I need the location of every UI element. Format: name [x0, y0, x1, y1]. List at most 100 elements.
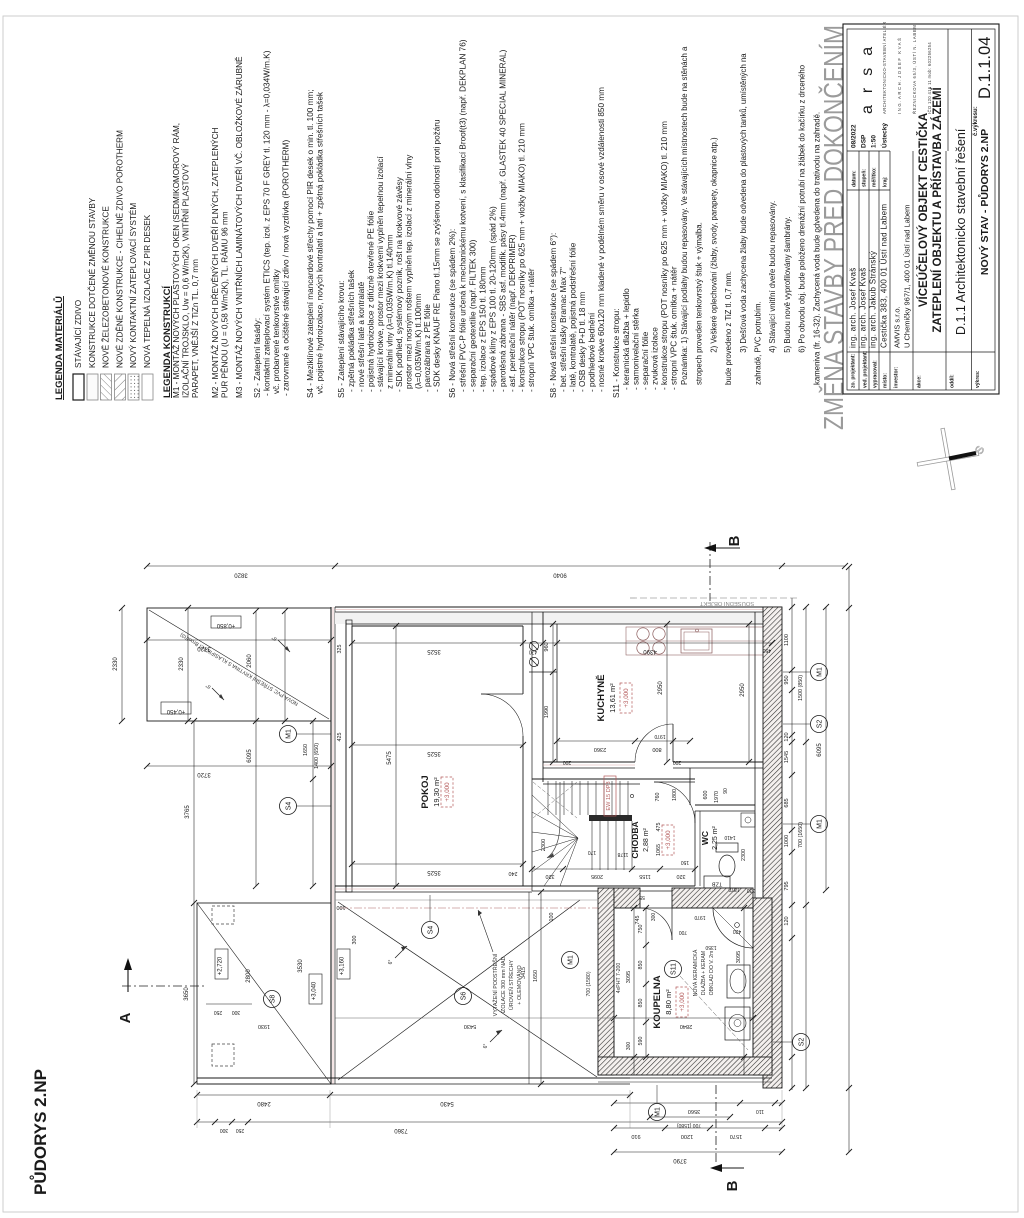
svg-text:- zvuková izolace: - zvuková izolace	[651, 327, 660, 390]
svg-text:3720: 3720	[197, 771, 211, 777]
svg-text:5475: 5475	[387, 751, 393, 765]
svg-text:8°: 8°	[271, 634, 278, 642]
svg-text:240: 240	[509, 870, 518, 876]
svg-text:1500 (850): 1500 (850)	[798, 675, 804, 701]
svg-text:KONSTRUKCE DOTČENÉ ZMĚNOU STAV: KONSTRUKCE DOTČENÉ ZMĚNOU STAVBY	[87, 197, 97, 368]
svg-text:ARCHITEKTONICKO-STAVEBNÍ ATELI: ARCHITEKTONICKO-STAVEBNÍ ATELIÉR	[882, 21, 887, 114]
svg-text:investor:: investor:	[894, 367, 900, 388]
svg-text:S4 - Meziklínové zateplení man: S4 - Meziklínové zateplení mancardové st…	[306, 89, 315, 398]
svg-text:ZATEPLENÍ OBJEKTU A PŘÍSTAVBA: ZATEPLENÍ OBJEKTU A PŘÍSTAVBA ZÁZEMÍ	[931, 87, 944, 333]
svg-text:- střešní PVC-P fólie určená k: - střešní PVC-P fólie určená k mechanick…	[459, 39, 468, 392]
svg-text:datum:: datum:	[852, 170, 858, 187]
svg-text:110: 110	[756, 1108, 764, 1114]
svg-text:700 (1580): 700 (1580)	[677, 1122, 702, 1128]
svg-text:arsa: arsa	[859, 35, 876, 114]
svg-text:420: 420	[733, 928, 742, 934]
svg-text:- separační geotextílie (např.: - separační geotextílie (např. FILTEK 30…	[469, 239, 478, 392]
svg-text:960: 960	[544, 642, 550, 651]
svg-text:bude provedeno z TiZ tl. 0,7 m: bude provedeno z TiZ tl. 0,7 mm.	[724, 271, 733, 385]
svg-text:850: 850	[638, 961, 644, 970]
svg-text:VYTAŽENÍ PODSTŘEŠNÍ: VYTAŽENÍ PODSTŘEŠNÍ	[491, 953, 499, 1016]
svg-text:2800: 2800	[246, 969, 252, 983]
svg-text:2060: 2060	[247, 654, 253, 668]
svg-text:vypracoval:: vypracoval:	[873, 360, 879, 388]
svg-text:ved. projektant:: ved. projektant:	[863, 350, 869, 388]
svg-text:kraj:: kraj:	[883, 176, 889, 187]
svg-text:08/2022: 08/2022	[851, 124, 858, 148]
svg-text:1155: 1155	[639, 873, 651, 879]
svg-text:2330: 2330	[113, 657, 119, 671]
svg-text:- SDK podhled, systémový pozni: - SDK podhled, systémový poznik, rošt na…	[395, 176, 404, 392]
svg-text:+3,000: +3,000	[679, 992, 686, 1012]
svg-text:1970: 1970	[654, 733, 665, 739]
svg-text:8,80 m²: 8,80 m²	[664, 989, 673, 1015]
svg-text:700: 700	[679, 929, 688, 935]
svg-text:325: 325	[337, 645, 343, 654]
svg-text:(λ=0,035W/m.K) tl.100mm: (λ=0,035W/m.K) tl.100mm	[414, 294, 423, 389]
svg-text:S2: S2	[817, 720, 824, 729]
svg-text:M1: M1	[655, 1107, 662, 1117]
svg-text:měřítko:: měřítko:	[872, 167, 878, 187]
svg-text:+ OLEMOVÁNO: + OLEMOVÁNO	[516, 965, 523, 1004]
svg-text:S2 - Zateplení fasády:: S2 - Zateplení fasády:	[253, 318, 262, 398]
svg-text:- tep. izolace z EPS 150 tl. 1: - tep. izolace z EPS 150 tl. 180mm	[479, 266, 488, 392]
svg-text:CHODBA: CHODBA	[630, 821, 640, 858]
svg-text:320: 320	[677, 873, 686, 879]
svg-text:1200: 1200	[681, 1133, 693, 1139]
svg-text:3790: 3790	[673, 1157, 687, 1163]
svg-text:KOUPELNA: KOUPELNA	[652, 975, 663, 1028]
svg-text:- asf. penetrační nátěr (např.: - asf. penetrační nátěr (např. DEKPRIMER…	[508, 234, 517, 392]
svg-text:6095: 6095	[817, 743, 823, 757]
svg-text:S11 - Konstrukce stropu:: S11 - Konstrukce stropu:	[612, 309, 621, 399]
svg-text:VÍCEÚČELOVÝ OBJEKT CESTIČKA: VÍCEÚČELOVÝ OBJEKT CESTIČKA	[917, 113, 930, 307]
svg-text:STÁVAJÍCÍ ZDIVO: STÁVAJÍCÍ ZDIVO	[73, 300, 83, 368]
svg-text:3095: 3095	[736, 951, 742, 963]
svg-text:+3,000: +3,000	[623, 688, 630, 708]
svg-text:PUR PĚNOU (U = 0,58 W/m2K), TL: PUR PĚNOU (U = 0,58 W/m2K), TL. RÁMU 96 …	[220, 211, 230, 398]
svg-text:470: 470	[529, 649, 538, 655]
svg-text:300: 300	[220, 1127, 229, 1133]
svg-text:NOVÝ KONTAKTNÍ ZATEPLOVACÍ SYS: NOVÝ KONTAKTNÍ ZATEPLOVACÍ SYSTÉM	[128, 203, 138, 368]
svg-text:NOVÝ STAV - PŮDORYS 2.NP: NOVÝ STAV - PŮDORYS 2.NP	[977, 129, 991, 275]
svg-text:150: 150	[681, 859, 690, 865]
svg-text:oddíl:: oddíl:	[950, 374, 956, 388]
svg-text:3720: 3720	[197, 645, 211, 651]
svg-text:1350: 1350	[705, 944, 716, 950]
svg-text:3650: 3650	[184, 987, 190, 1001]
svg-text:1990: 1990	[544, 706, 550, 718]
svg-text:M1: M1	[817, 819, 824, 829]
svg-text:6°: 6°	[388, 960, 394, 965]
svg-text:stupeň:: stupeň:	[862, 169, 868, 187]
svg-text:SOUSEDNÍ OBJEKT: SOUSEDNÍ OBJEKT	[699, 600, 754, 607]
svg-text:S11: S11	[671, 963, 678, 975]
svg-text:WC: WC	[700, 831, 710, 845]
svg-text:ing. arch. Jakub Stránský: ing. arch. Jakub Stránský	[869, 251, 878, 348]
svg-text:300: 300	[352, 936, 358, 945]
svg-text:450: 450	[763, 647, 772, 653]
svg-text:2300: 2300	[741, 849, 747, 861]
svg-text:1178: 1178	[617, 851, 628, 857]
svg-text:- keramická dlažba + lepidlo: - keramická dlažba + lepidlo	[622, 288, 631, 390]
svg-text:8°: 8°	[205, 682, 212, 690]
svg-text:S8 - Nová střešní konstrukce (: S8 - Nová střešní konstrukce (se spádem …	[549, 233, 558, 398]
svg-text:1800: 1800	[672, 789, 678, 801]
svg-text:DLAŽBA + KERAM: DLAŽBA + KERAM	[699, 951, 707, 995]
svg-text:LEGENDA MATERIÁLŮ: LEGENDA MATERIÁLŮ	[53, 296, 65, 400]
svg-text:- spádové klíny z EPS 100 tl.: - spádové klíny z EPS 100 tl. 20-120mm (…	[489, 206, 498, 392]
svg-text:NOVÁ TEPELNÁ IZOLACE Z PIR DES: NOVÁ TEPELNÁ IZOLACE Z PIR DESEK	[142, 214, 152, 368]
svg-text:+3,000: +3,000	[665, 830, 672, 850]
svg-text:B: B	[724, 1180, 741, 1191]
svg-text:akce:: akce:	[917, 375, 923, 388]
svg-text:3525: 3525	[427, 648, 441, 654]
svg-text:D.1.1 Architektonicko stavební: D.1.1 Architektonicko stavební řešení	[954, 128, 968, 335]
svg-text:6) Po obvodu obj. bude položen: 6) Po obvodu obj. bude položeno drenážní…	[798, 64, 807, 352]
svg-text:6095: 6095	[247, 749, 253, 763]
svg-text:- zarovnané a očištěné stávají: - zarovnané a očištěné stávající zdivo /…	[282, 140, 291, 396]
svg-text:TZB: TZB	[711, 881, 722, 887]
svg-text:300: 300	[651, 913, 657, 922]
svg-text:750: 750	[638, 925, 644, 934]
svg-text:1:50: 1:50	[871, 135, 878, 148]
svg-text:1870: 1870	[728, 886, 739, 892]
svg-text:320: 320	[546, 873, 555, 879]
svg-text:850: 850	[638, 999, 644, 1008]
